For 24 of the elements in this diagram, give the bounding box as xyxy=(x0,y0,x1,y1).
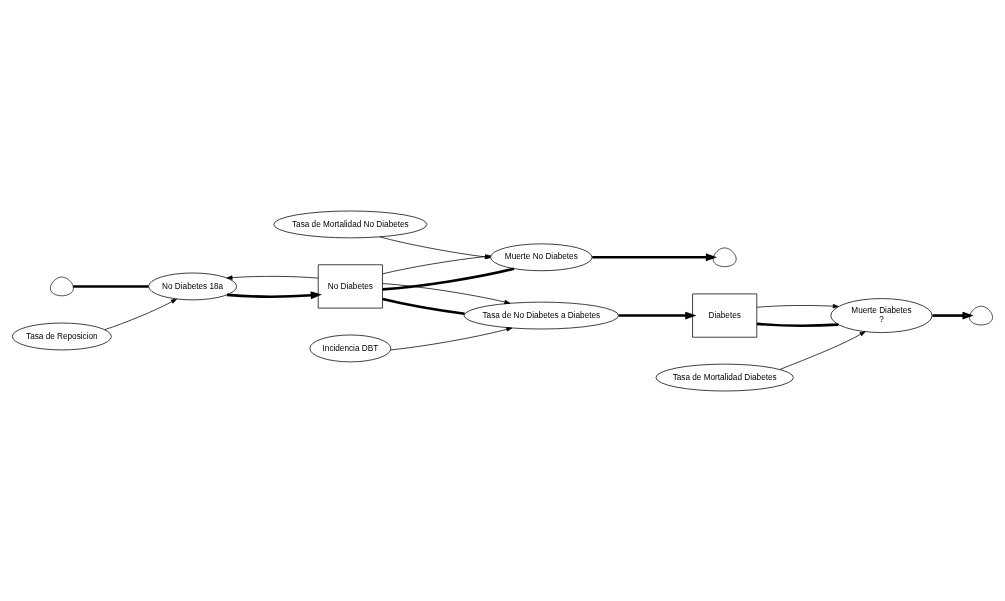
node-ellipse: Incidencia DBT xyxy=(309,334,392,362)
arrow xyxy=(226,290,322,299)
node-ellipse: Tasa de Mortalidad No Diabetes xyxy=(273,210,428,238)
node-ellipse: Tasa de Mortalidad Diabetes xyxy=(655,363,794,391)
arrow xyxy=(756,303,839,308)
arrow xyxy=(932,311,974,319)
node-box: No Diabetes xyxy=(317,263,383,308)
node-ellipse: Tasa de Reposicion xyxy=(11,322,112,350)
arrow xyxy=(592,252,718,261)
arrow xyxy=(390,326,513,350)
arrow xyxy=(618,311,697,319)
node-ellipse: Muerte No Diabetes xyxy=(490,243,593,271)
arrow xyxy=(382,282,511,304)
connector xyxy=(382,266,515,291)
arrow xyxy=(779,330,866,370)
arrow xyxy=(104,298,177,330)
connector xyxy=(382,297,465,315)
connector xyxy=(756,322,839,327)
node-cloud xyxy=(969,305,993,325)
connector xyxy=(73,284,149,288)
node-cloud xyxy=(712,247,737,267)
arrow xyxy=(226,274,319,280)
node-cloud xyxy=(50,276,74,296)
node-box: Diabetes xyxy=(692,293,758,338)
